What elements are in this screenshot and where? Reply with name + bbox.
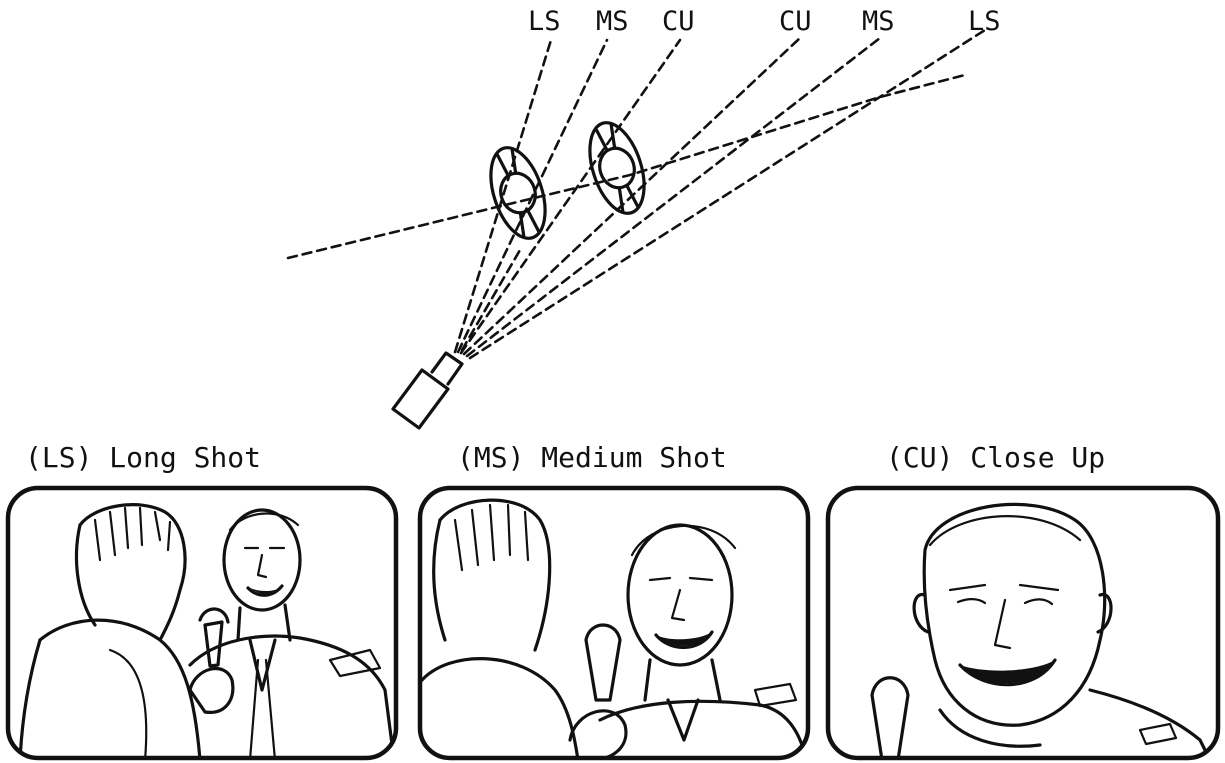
sight-line-right-ls	[470, 30, 985, 358]
caption-long-shot: (LS) Long Shot	[25, 441, 261, 474]
label-left-ls: LS	[528, 6, 561, 37]
label-left-ms: MS	[596, 6, 629, 37]
label-right-cu: CU	[779, 6, 812, 37]
sight-line-right-ms	[467, 38, 880, 356]
label-right-ms: MS	[862, 6, 895, 37]
label-right-ls: LS	[968, 6, 1001, 37]
panel-medium-shot	[420, 488, 808, 760]
caption-medium-shot: (MS) Medium Shot	[457, 441, 727, 474]
shot-labels: LS MS CU CU MS LS	[528, 6, 1001, 37]
panel-close-up	[828, 488, 1218, 760]
panel-long-shot	[8, 488, 396, 760]
caption-close-up: (CU) Close Up	[886, 441, 1105, 474]
line-of-action	[288, 75, 965, 258]
panel-captions: (LS) Long Shot (MS) Medium Shot (CU) Clo…	[25, 441, 1105, 474]
label-left-cu: CU	[662, 6, 695, 37]
camera-icon	[393, 353, 462, 428]
